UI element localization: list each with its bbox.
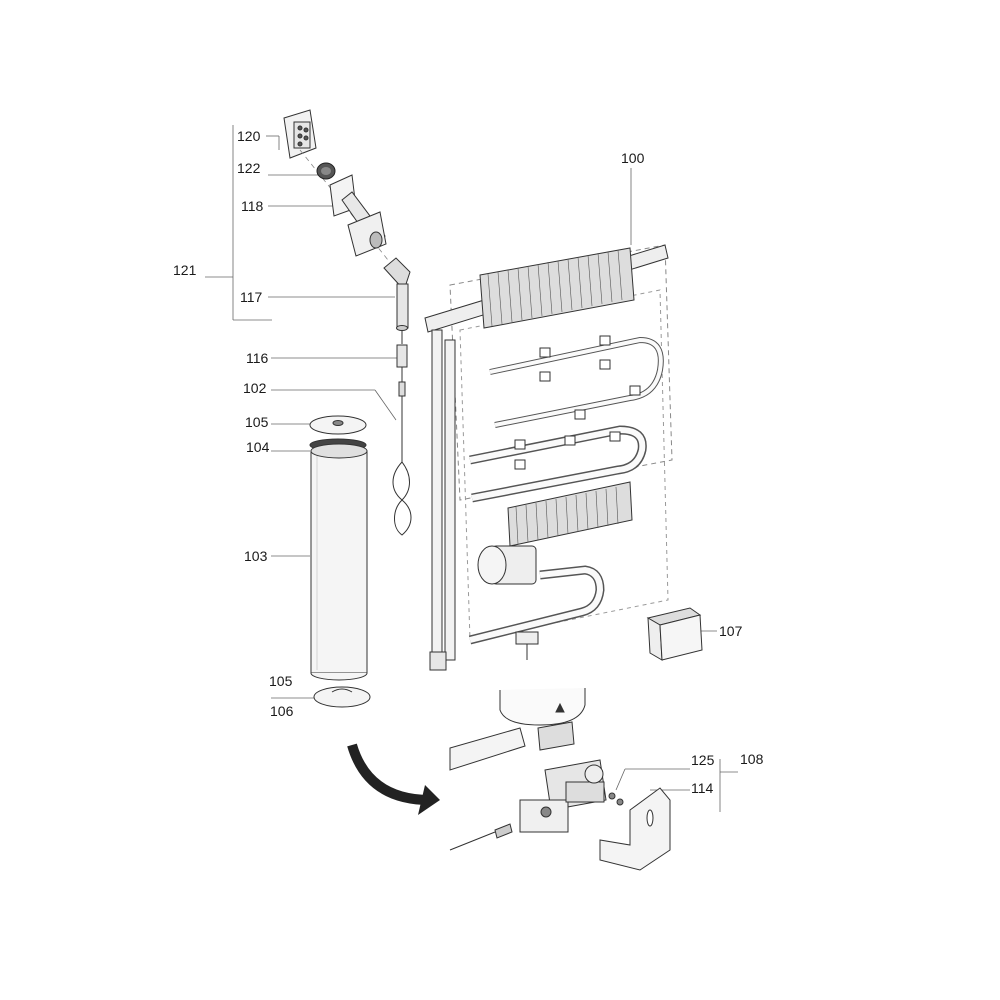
insulation-cylinder-part	[310, 443, 368, 681]
callout-104: 104	[246, 439, 270, 455]
cooling-unit-assembly	[424, 244, 673, 671]
flue-tube-part	[329, 174, 387, 257]
callout-121: 121	[173, 262, 197, 278]
callout-103: 103	[244, 548, 268, 564]
baffle-wire-part	[392, 396, 412, 536]
washer-bottom-part	[313, 686, 371, 708]
burner-detail-view	[449, 688, 671, 871]
cover-part	[646, 607, 703, 661]
callout-100: 100	[621, 150, 645, 166]
callout-105-top: 105	[245, 414, 269, 430]
spark-arrester-part	[316, 162, 336, 180]
vent-cap-part	[283, 109, 317, 159]
callout-106: 106	[270, 703, 294, 719]
callout-107: 107	[719, 623, 743, 639]
flue-axis-line	[299, 149, 401, 276]
callout-105-bottom: 105	[269, 673, 293, 689]
callout-125: 125	[691, 752, 715, 768]
callout-122: 122	[237, 160, 261, 176]
callout-120: 120	[237, 128, 261, 144]
arrow-head	[418, 785, 440, 815]
flue-elbow-part	[383, 257, 411, 331]
callout-116: 116	[246, 350, 269, 366]
burner-tube-part	[396, 330, 408, 397]
callout-118: 118	[241, 198, 264, 214]
callout-102: 102	[243, 380, 267, 396]
exploded-view-arrow	[347, 743, 431, 805]
callout-114: 114	[691, 780, 714, 796]
callout-108: 108	[740, 751, 764, 767]
callout-117: 117	[240, 289, 263, 305]
leader-lines	[205, 125, 738, 812]
